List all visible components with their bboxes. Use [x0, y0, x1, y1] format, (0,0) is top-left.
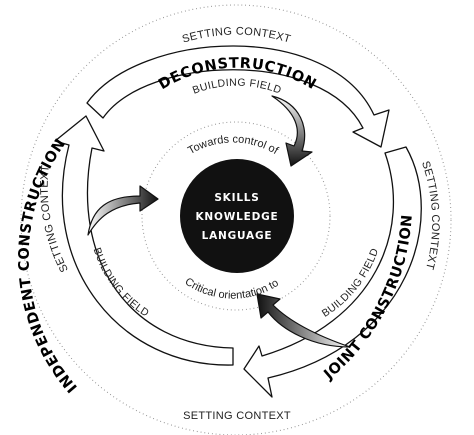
core-circle	[180, 159, 294, 273]
stage-joint-construction: JOINT CONSTRUCTION	[321, 214, 416, 384]
inner-label-towards-control: Towards control of	[186, 133, 281, 157]
core-knowledge: KNOWLEDGE	[195, 211, 278, 223]
building-field-left: BUILDING FIELD	[91, 246, 152, 319]
building-field-right: BUILDING FIELD	[320, 247, 381, 320]
core-skills: SKILLS	[214, 192, 259, 204]
inner-dotted-ring	[141, 121, 331, 311]
cycle-arrows	[54, 45, 422, 398]
setting-context-bottom: SETTING CONTEXT	[183, 410, 291, 422]
inner-arrows	[87, 95, 351, 348]
setting-context-right: SETTING CONTEXT	[419, 160, 441, 271]
arrow-joint-construction	[243, 146, 422, 398]
outer-dotted-ring	[20, 4, 452, 435]
core-language: LANGUAGE	[202, 230, 273, 242]
gradient-arrow-right	[256, 293, 351, 348]
arrow-independent-construction	[54, 115, 234, 366]
building-field-top: BUILDING FIELD	[191, 77, 283, 97]
setting-context-top: SETTING CONTEXT	[181, 26, 292, 46]
gradient-arrow-left	[87, 185, 159, 236]
arrow-deconstruction	[86, 45, 390, 148]
gradient-arrow-top	[271, 95, 313, 167]
stage-independent-construction: INDEPENDENT CONSTRUCTION	[17, 136, 81, 395]
